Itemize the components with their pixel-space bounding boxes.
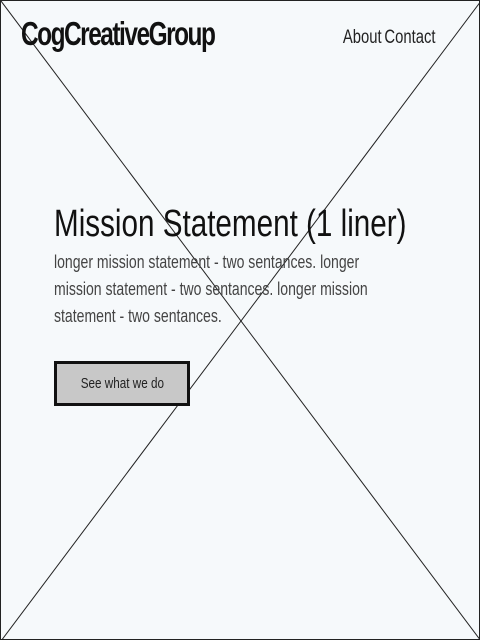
site-header: CogCreativeGroup About Contact [1, 1, 479, 73]
nav-link-about[interactable]: About [342, 27, 382, 48]
nav-link-contact[interactable]: Contact [383, 27, 435, 48]
mission-description: longer mission statement - two sentances… [54, 252, 368, 326]
mission-title: Mission Statement (1 liner) [54, 203, 407, 245]
see-what-we-do-button[interactable]: See what we do [54, 361, 190, 406]
hero-section: Mission Statement (1 liner) longer missi… [54, 201, 434, 348]
cta-button-label: See what we do [80, 375, 164, 392]
main-nav: About Contact [332, 27, 435, 49]
site-logo[interactable]: CogCreativeGroup [21, 15, 216, 52]
